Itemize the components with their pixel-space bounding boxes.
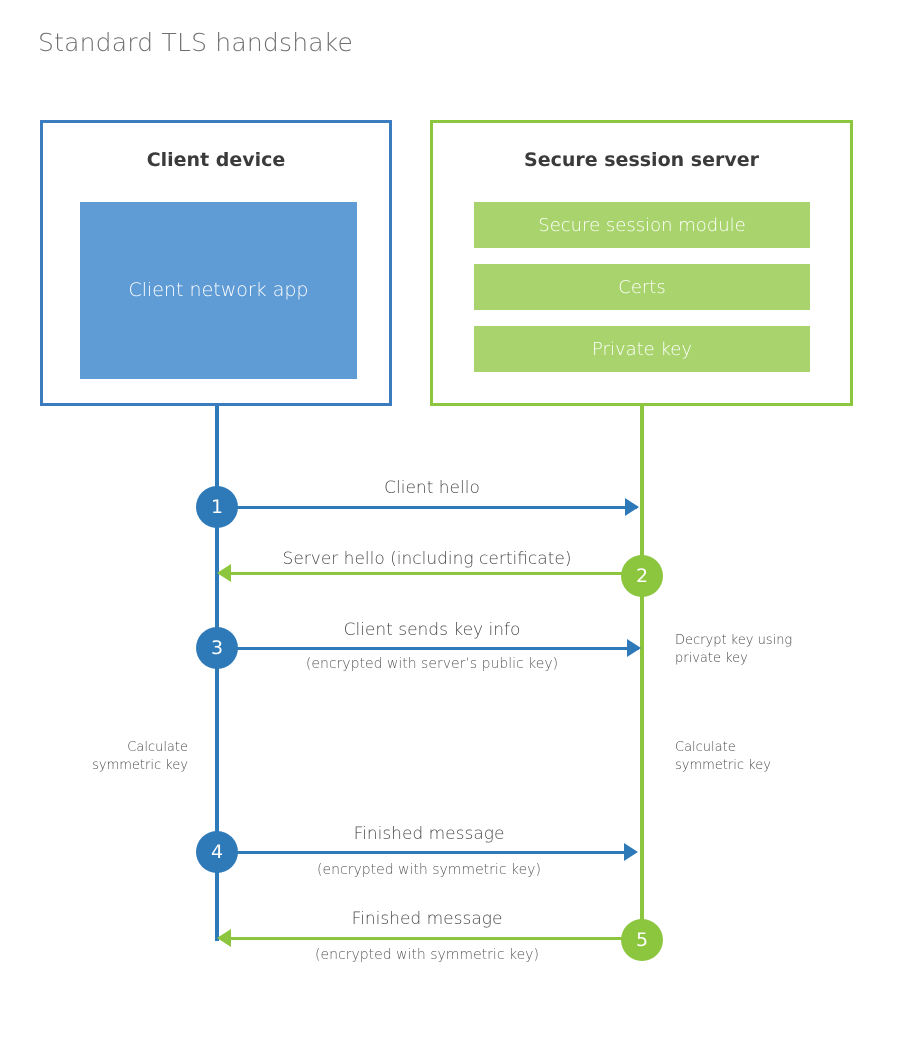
annotation-client-calculate-symmetric-key: Calculate symmetric key [92,740,188,773]
step-4-arrow-head-icon [624,843,638,861]
client-device-title: Client device [146,149,286,171]
client-device-box: Client device Client network app [40,120,392,406]
step-1-badge[interactable]: 1 [196,486,238,528]
step-3-arrow-line [217,647,639,650]
step-2-primary-label: Server hello (including certificate) [282,549,572,569]
step-3-arrow-head-icon [627,639,641,657]
step-4-arrow-line [217,851,627,854]
client-lifeline [215,406,219,941]
page-title: Standard TLS handshake [38,28,354,57]
step-5-badge[interactable]: 5 [621,919,663,961]
annotation-server-calculate-symmetric-key: Calculate symmetric key [675,740,771,773]
annotation-decrypt-key: Decrypt key using private key [675,633,793,666]
step-5-primary-label: Finished message [351,909,503,929]
step-1-arrow-head-icon [625,498,639,516]
server-module-private-key: Private key [474,326,810,372]
step-4-primary-label: Finished message [353,824,505,844]
step-5-secondary-label: (encrypted with symmetric key) [315,947,539,963]
step-2-arrow-head-icon [217,564,231,582]
step-2-arrow-line [222,572,622,575]
client-network-app-block: Client network app [80,202,357,379]
step-4-secondary-label: (encrypted with symmetric key) [317,862,541,878]
secure-session-server-title: Secure session server [524,149,759,171]
step-5-arrow-line [222,937,622,940]
step-5-arrow-head-icon [217,929,231,947]
step-4-badge[interactable]: 4 [196,831,238,873]
server-lifeline [640,406,644,940]
step-3-primary-label: Client sends key info [343,620,521,640]
step-3-secondary-label: (encrypted with server’s public key) [305,656,559,672]
server-module-certs: Certs [474,264,810,310]
step-3-badge[interactable]: 3 [196,627,238,669]
step-1-arrow-line [217,506,637,509]
secure-session-server-box: Secure session server Secure session mod… [430,120,853,406]
server-module-secure-session-module: Secure session module [474,202,810,248]
step-1-primary-label: Client hello [384,478,480,498]
step-2-badge[interactable]: 2 [621,555,663,597]
